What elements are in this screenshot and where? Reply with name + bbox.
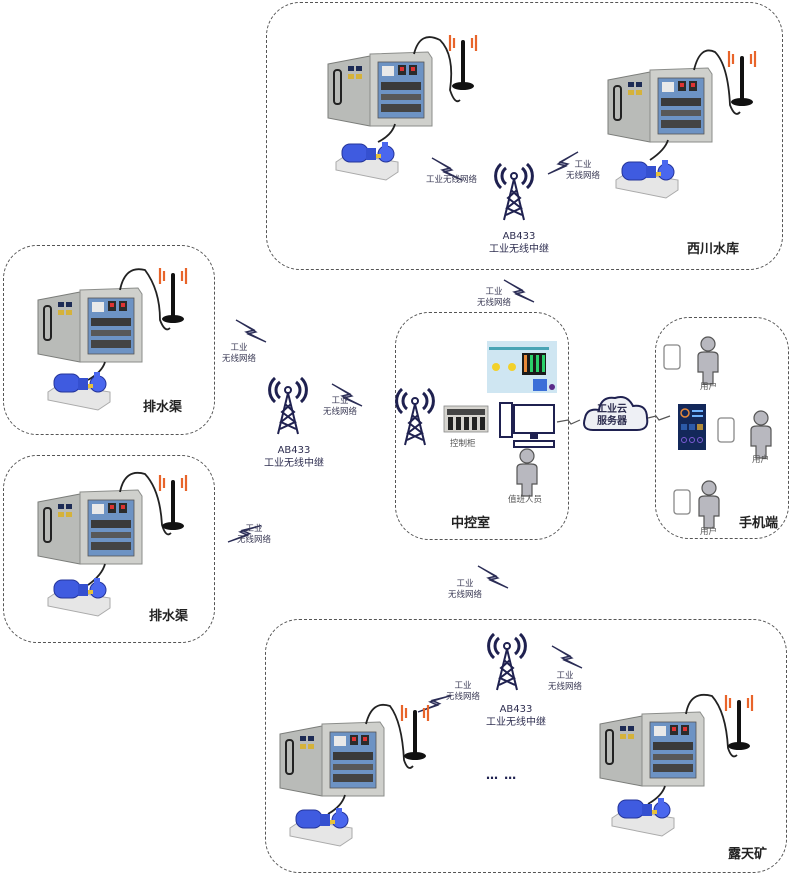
water-pump (615, 159, 679, 199)
operator-person-icon (516, 448, 538, 497)
antenna-icon (727, 49, 757, 108)
relay-label: AB433 工业无线中继 (489, 231, 549, 255)
tablet-icon (717, 417, 735, 443)
cloud-server-label: 工业云 服务器 (597, 404, 627, 427)
pump-cable (377, 123, 396, 143)
tablet-icon (663, 344, 681, 370)
antenna-icon (158, 473, 188, 532)
wireless-bolt-icon (551, 645, 583, 669)
network-label: 工业 无线网络 (566, 160, 601, 181)
network-label: 工业 无线网络 (237, 524, 272, 545)
antenna-icon (724, 693, 754, 752)
antenna-cable (685, 693, 738, 758)
water-pump (335, 141, 399, 181)
user-label: 用户 (700, 527, 718, 537)
computer-icon (499, 402, 555, 448)
control-room-tower-icon (395, 387, 435, 447)
zone-control-room (395, 312, 569, 540)
pump-cable (87, 563, 106, 586)
ellipsis-more-devices: … … (486, 768, 518, 782)
relay-tower-icon (487, 632, 527, 692)
scada-screen (487, 341, 557, 393)
mobile-link (647, 415, 671, 421)
pump-cable (649, 139, 669, 161)
water-pump (611, 797, 675, 837)
control-cabinet (37, 287, 143, 363)
user-person-icon (750, 410, 772, 459)
relay-label: AB433 工业无线中继 (264, 445, 324, 469)
zone-label-mobile: 手机端 (739, 516, 779, 531)
water-pump (47, 371, 111, 411)
user-person-icon (697, 336, 719, 385)
control-cabinet (607, 67, 713, 143)
network-label: 工业无线网络 (426, 175, 478, 185)
cloud-link (556, 419, 581, 425)
user-label: 用户 (700, 382, 718, 392)
antenna-icon (400, 703, 430, 762)
relay-tower-icon (268, 376, 308, 436)
antenna-cable (693, 49, 741, 115)
network-label: 工业 无线网络 (446, 681, 481, 702)
zone-label-control-room: 中控室 (451, 516, 491, 531)
operator-label: 值班人员 (508, 495, 543, 505)
control-cabinet (37, 489, 143, 565)
antenna-cable (119, 268, 171, 331)
relay-tower-icon (494, 162, 534, 222)
zone-label-drainage-1: 排水渠 (143, 400, 183, 415)
control-cabinet (279, 721, 385, 797)
zone-xichuan-reservoir (266, 2, 783, 270)
zone-drainage-2 (3, 455, 215, 643)
antenna-icon (448, 33, 478, 92)
network-label: 工业 无线网络 (477, 287, 512, 308)
mobile-dashboard-screen (678, 404, 706, 450)
antenna-cable (365, 703, 414, 769)
zone-label-open-pit: 露天矿 (728, 847, 768, 862)
antenna-icon (158, 266, 188, 325)
control-cabinet (327, 51, 433, 127)
pump-cable (647, 785, 666, 805)
zone-label-xichuan: 西川水库 (687, 242, 740, 257)
zone-drainage-1 (3, 245, 215, 435)
control-cabinet-label: 控制柜 (450, 439, 476, 449)
tablet-icon (673, 489, 691, 515)
pump-cable (87, 361, 106, 381)
control-cabinet-rack (443, 405, 489, 433)
water-pump (47, 577, 111, 617)
control-cabinet (599, 711, 705, 787)
antenna-cable (413, 36, 461, 103)
pump-cable (327, 794, 346, 815)
water-pump (289, 807, 353, 847)
relay-label: AB433 工业无线中继 (486, 704, 546, 728)
cloud-server-icon (583, 396, 649, 431)
network-label: 工业 无线网络 (548, 671, 583, 692)
user-person-icon (698, 480, 720, 529)
wireless-bolt-icon (235, 319, 267, 343)
network-label: 工业 无线网络 (323, 396, 358, 417)
zone-mobile (655, 317, 789, 539)
zone-label-drainage-2: 排水渠 (149, 609, 189, 624)
zone-open-pit-mine (265, 619, 787, 873)
user-label: 用户 (752, 455, 770, 465)
network-label: 工业 无线网络 (222, 343, 257, 364)
antenna-cable (119, 471, 172, 536)
network-label: 工业 无线网络 (448, 579, 483, 600)
wireless-bolt-icon (477, 565, 509, 589)
